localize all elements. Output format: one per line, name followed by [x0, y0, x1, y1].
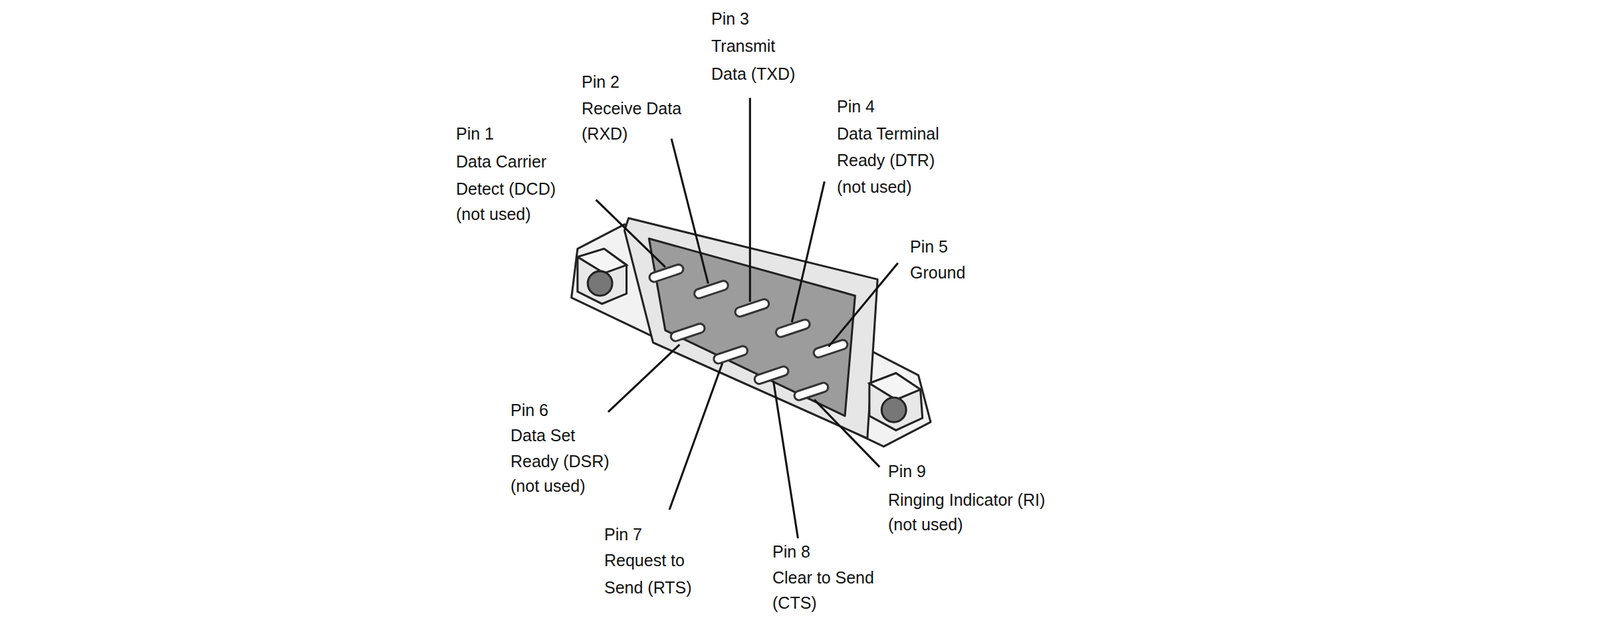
signal-label: (RXD) [581, 122, 628, 145]
pin-number: Pin 7 [604, 523, 643, 546]
signal-label: Ready (DTR) [836, 148, 935, 172]
pin-outline [654, 269, 679, 278]
signal-label: (not used) [888, 513, 964, 536]
pin [818, 344, 843, 353]
leader-line [671, 138, 708, 284]
pin-row [654, 269, 843, 396]
signal-label: (not used) [456, 202, 532, 226]
pin-outline [759, 370, 784, 379]
leader-line [595, 200, 665, 268]
pin [759, 370, 784, 379]
pin-number: Pin 4 [836, 95, 875, 118]
signal-label: (not used) [510, 474, 586, 498]
signal-label: Ready (DSR) [510, 450, 610, 473]
signal-label: Data (TXD) [711, 62, 796, 86]
signal-label: Request to [604, 549, 685, 572]
pin-outline [699, 285, 724, 294]
pin-outline [818, 344, 843, 353]
pin [699, 285, 724, 294]
pin-number: Pin 9 [888, 459, 926, 483]
leader-line [669, 362, 723, 510]
pin-outline [799, 387, 824, 396]
pin-outline [780, 324, 805, 333]
signal-label: Ringing Indicator (RI) [888, 488, 1045, 512]
hex-nut-left [577, 248, 627, 304]
hex-nut-right [869, 373, 923, 431]
pin-outline [739, 303, 765, 312]
pin-number: Pin 8 [772, 540, 811, 564]
pin [675, 328, 700, 337]
signal-label: Data Terminal [836, 122, 940, 145]
leader-line [749, 97, 752, 302]
signal-label: Send (RTS) [604, 576, 692, 599]
leader-line [791, 181, 825, 323]
pin-number: Pin 2 [581, 70, 620, 94]
pin-number: Pin 1 [456, 122, 494, 145]
leader-line [608, 344, 680, 413]
pin-number: Pin 3 [711, 7, 750, 30]
pin [654, 269, 679, 278]
signal-label: Clear to Send [772, 566, 875, 589]
pin [718, 350, 744, 359]
d-shell-face [648, 238, 855, 417]
signal-label: Receive Data [581, 97, 682, 120]
signal-label: Transmit [711, 34, 776, 58]
pin [739, 303, 765, 312]
pin-outline [675, 328, 700, 337]
signal-label: Data Carrier [456, 150, 547, 173]
signal-label: Data Set [510, 424, 575, 447]
pin-outline [718, 350, 744, 359]
pin [799, 387, 824, 396]
leader-line [814, 399, 880, 467]
signal-label: Detect (DCD) [456, 177, 556, 201]
leader-line [828, 263, 898, 347]
signal-label: (CTS) [772, 591, 817, 615]
leader-line [773, 381, 799, 539]
signal-label: Ground [910, 261, 966, 284]
signal-label: (not used) [836, 175, 913, 199]
pin [780, 324, 805, 333]
pin-number: Pin 6 [510, 398, 549, 422]
pin-number: Pin 5 [910, 235, 948, 258]
